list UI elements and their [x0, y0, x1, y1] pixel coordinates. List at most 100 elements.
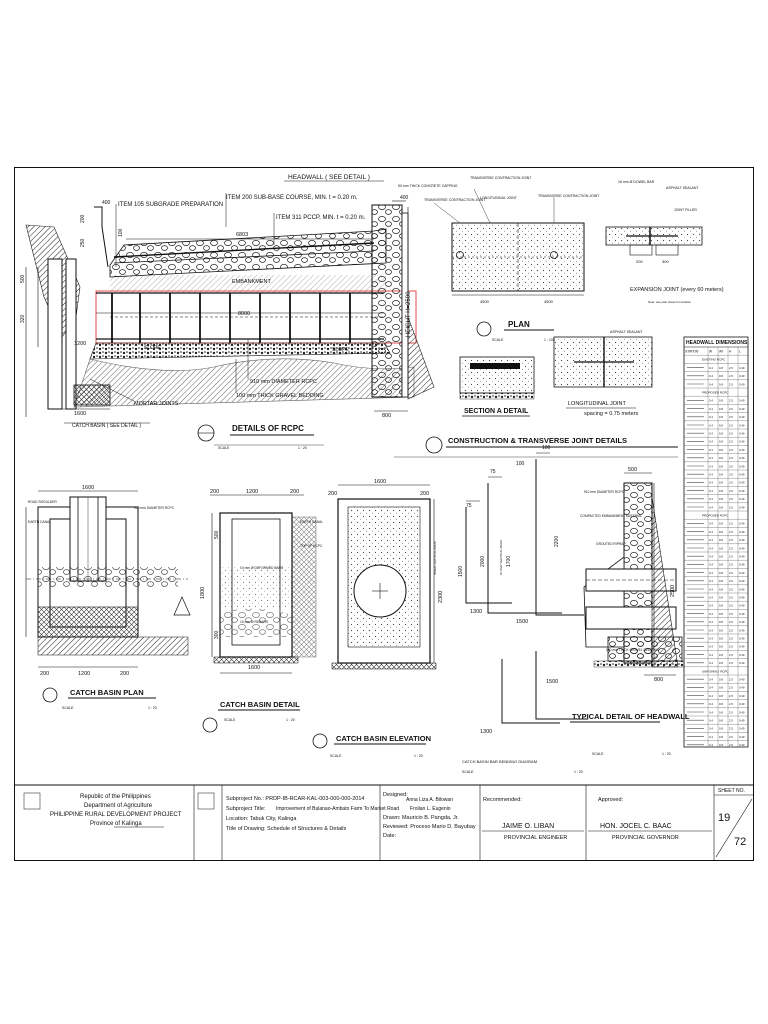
table-title: HEADWALL DIMENSIONS: [686, 340, 748, 346]
table-cell: 0.40: [739, 620, 745, 624]
table-cell: 0.40: [739, 571, 745, 575]
table-cell: 0.4: [709, 702, 713, 706]
table-cell: 0.4: [709, 563, 713, 567]
table-cell: 2.5: [729, 727, 733, 731]
plan-dim-4500a: 4500: [480, 299, 490, 304]
detail-dim-200a: 200: [210, 489, 219, 495]
catch-basin-label: CATCH BASIN ( SEE DETAIL ): [72, 423, 141, 429]
table-cell: 0.40: [739, 407, 745, 411]
table-cell: 0.40: [739, 489, 745, 493]
plan-note-transverse: TRANSVERSE CONTRACTION JOINT: [470, 176, 532, 180]
table-cell: 0.8: [719, 678, 723, 682]
table-cell: 0.40: [739, 587, 745, 591]
table-cell: 2.5: [729, 399, 733, 403]
slope-label-right: SLOPE: [332, 347, 349, 353]
item105-label: ITEM 105 SUBGRADE PREPARATION: [118, 202, 223, 208]
table-cell: 0.4: [709, 415, 713, 419]
detail-dim-1200: 1200: [246, 489, 258, 495]
approved-label: Approved:: [598, 797, 624, 803]
table-cell: 0.4: [709, 653, 713, 657]
headwall-pipe: 910 mm DIAMETER RCPC: [584, 490, 625, 494]
table-cell: 0.40: [739, 366, 745, 370]
plan-note-transverse-2: TRANSVERSE CONTRACTION JOINT: [538, 194, 600, 198]
bending-outer: OUTER VERTICAL BARS: [499, 540, 503, 575]
table-cell: 0.40: [739, 645, 745, 649]
bending-dim-2000: 2000: [480, 556, 486, 567]
table-cell: 2.5: [729, 563, 733, 567]
sheet-total: 72: [734, 836, 746, 848]
drawn: Drawn: Mauricio B. Pangda, Jr.: [383, 815, 459, 821]
table-cell: 2.5: [729, 497, 733, 501]
plan-pipe: 910 mm DIAMETER RCPC: [134, 506, 175, 510]
approver-name: HON. JOCEL C. BAAC: [600, 823, 672, 830]
table-cell: 0.8: [719, 440, 723, 444]
detail-earth: EARTH CANAL: [300, 520, 323, 524]
location: Location: Tabuk City, Kalinga: [226, 816, 297, 822]
table-cell: 2.5: [729, 473, 733, 477]
table-cell: 0.4: [709, 637, 713, 641]
table-cell: 0.8: [719, 628, 723, 632]
table-cell: 0.40: [739, 382, 745, 386]
designer-2: Froilan L. Eugenio: [410, 806, 451, 812]
bedding-label: 100 mm THICK GRAVEL BEDDING: [236, 393, 324, 399]
headwall-compacted: COMPACTED EMBANKMENT MATERIAL: [580, 514, 642, 518]
table-cell: 2.5: [729, 481, 733, 485]
table-cell: 2.5: [729, 440, 733, 444]
table-cell: 0.8: [719, 464, 723, 468]
catch-plan-scale: SCALE: [62, 706, 74, 710]
table-cell: 0.40: [739, 555, 745, 559]
table-cell: 0.4: [709, 399, 713, 403]
catch-elev-title: CATCH BASIN ELEVATION: [336, 734, 431, 743]
bending-scale: SCALE: [462, 770, 474, 774]
bending-inner: INNER VERTICAL BARS: [433, 541, 437, 575]
table-cell: 0.8: [719, 661, 723, 665]
table-cell: 0.4: [709, 710, 713, 714]
catch-elev-scale: SCALE: [330, 754, 342, 758]
table-cell: 0.40: [739, 432, 745, 436]
table-cell: 0.4: [709, 546, 713, 550]
sheet-number: 19: [718, 812, 730, 824]
table-cell: 0.40: [739, 563, 745, 567]
headwall-dim-2500: 2500: [670, 585, 676, 597]
item200-label: ITEM 200 SUB-BASE COURSE, MIN. t = 0.20 …: [226, 195, 358, 201]
catch-detail-scale-value: 1 : 20: [286, 718, 295, 722]
plan-scale-value: 1 : 100: [544, 338, 555, 342]
approver-title: PROVINCIAL GOVERNOR: [612, 835, 679, 841]
table-cell: 0.40: [739, 694, 745, 698]
headwall-dim-500: 500: [628, 467, 637, 473]
table-cell: 0.8: [719, 571, 723, 575]
table-cell: 2.5: [729, 604, 733, 608]
table-cell: 0.4: [709, 382, 713, 386]
table-cell: 2.5: [729, 612, 733, 616]
table-cell: 0.8: [719, 727, 723, 731]
title-block: Republic of the Philippines Department o…: [14, 784, 754, 861]
expansion-note-joint: JOINT FILLER: [674, 208, 697, 212]
table-cell: 2.5: [729, 661, 733, 665]
catch-basin-detail: 200 1200 200 1600 1800 500 300 EARTH CAN…: [200, 489, 323, 733]
table-cell: 0.4: [709, 473, 713, 477]
rcpc-scale-value: 1 : 20: [298, 446, 307, 450]
table-cell: 0.4: [709, 522, 713, 526]
bar-bending-diagram: 75 75 100 100 2000 1700 2200 1500 1300 1…: [433, 445, 588, 774]
subproject-no: Subproject No.: PRDP-IB-RCAR-KAL-003-000…: [226, 796, 364, 802]
table-cell: 0.40: [739, 735, 745, 739]
table-cell: 0.40: [739, 612, 745, 616]
table-cell: 0.4: [709, 440, 713, 444]
table-cell: 2.5: [729, 571, 733, 575]
table-cell: 0.8: [719, 596, 723, 600]
joints-plan: TRANSVERSE CONTRACTION JOINT LONGITUDINA…: [394, 176, 724, 458]
table-cell: 2.5: [729, 366, 733, 370]
headwall-bedding: 100 mm THICK GRAVEL BEDDING: [606, 648, 659, 652]
plan-dim-1200: 1200: [78, 671, 90, 677]
table-cell: 0.40: [739, 464, 745, 468]
elev-dim-1600: 1600: [374, 479, 386, 485]
table-cell: 0.8: [719, 366, 723, 370]
bending-dim-75a: 75: [466, 503, 472, 509]
table-cell: 0.40: [739, 719, 745, 723]
bending-dim-1300b: 1300: [480, 729, 492, 735]
table-cell: 0.4: [709, 587, 713, 591]
table-section-label: UNIFORMLY RCPC: [702, 669, 730, 673]
table-cell: 2.5: [729, 587, 733, 591]
table-cell: 2.5: [729, 407, 733, 411]
table-cell: 2.5: [729, 456, 733, 460]
